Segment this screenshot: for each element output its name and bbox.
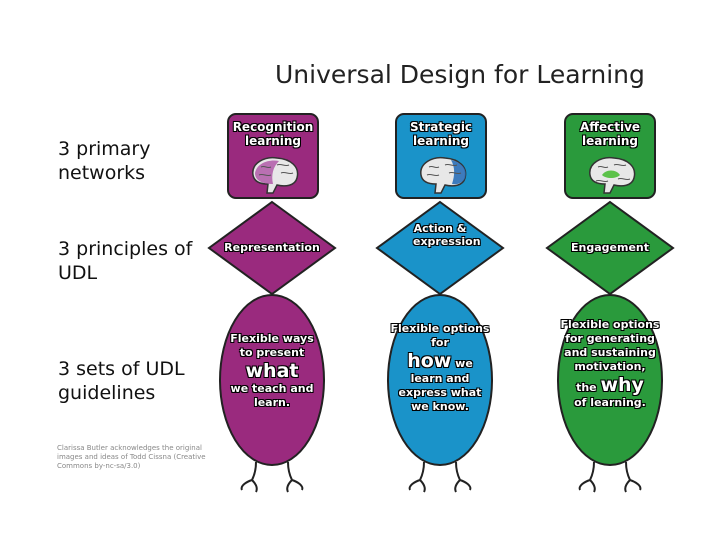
principle-label-engagement: Engagement xyxy=(571,241,649,254)
guideline-pre: Flexible options for generating and sust… xyxy=(560,318,660,373)
row-label-guidelines: 3 sets of UDL guidelines xyxy=(58,358,185,404)
guideline-oval-how: Flexible options for how we learn and ex… xyxy=(380,290,500,495)
network-box-affective: Affective learning xyxy=(564,113,656,199)
guideline-text-how: Flexible options for how we learn and ex… xyxy=(390,322,490,414)
guideline-keyword-how: how xyxy=(407,350,452,372)
oval-figure xyxy=(387,294,493,493)
network-box-recognition: Recognition learning xyxy=(227,113,319,199)
guideline-oval-what: Flexible ways to present what we teach a… xyxy=(212,290,332,495)
guideline-post: of learning. xyxy=(574,396,646,409)
principle-diamond-action-expression: Action & expression xyxy=(375,200,505,296)
oval-figure xyxy=(557,294,663,493)
network-box-strategic: Strategic learning xyxy=(395,113,487,199)
guideline-mid: we xyxy=(455,357,473,370)
row-label-networks: 3 primary networks xyxy=(58,138,151,184)
image-credit: Clarissa Butler acknowledges the origina… xyxy=(57,444,206,470)
guideline-keyword-what: what xyxy=(245,360,299,382)
network-label-recognition: Recognition learning xyxy=(232,120,314,148)
guideline-pre: Flexible ways to present xyxy=(230,332,314,359)
guideline-lead: the xyxy=(576,381,597,394)
principle-label-representation: Representation xyxy=(224,241,320,254)
diamond-shape xyxy=(207,200,337,296)
guideline-text-why: Flexible options for generating and sust… xyxy=(560,318,660,410)
network-label-affective: Affective learning xyxy=(579,120,641,148)
oval-figure xyxy=(219,294,325,493)
network-label-strategic: Strategic learning xyxy=(409,120,473,148)
guideline-post: learn and express what we know. xyxy=(398,372,482,413)
guideline-keyword-why: why xyxy=(600,374,644,396)
diamond-shape xyxy=(375,200,505,296)
principle-diamond-engagement: Engagement xyxy=(545,200,675,296)
diagram-title: Universal Design for Learning xyxy=(275,60,645,89)
guideline-text-what: Flexible ways to present what we teach a… xyxy=(222,332,322,410)
guideline-pre: Flexible options for xyxy=(390,322,490,349)
row-label-principles: 3 principles of UDL xyxy=(58,238,193,284)
brain-icon xyxy=(420,156,467,194)
brain-icon xyxy=(589,156,636,194)
diamond-shape xyxy=(545,200,675,296)
guideline-oval-why: Flexible options for generating and sust… xyxy=(550,290,670,495)
brain-icon xyxy=(252,156,299,194)
principle-diamond-representation: Representation xyxy=(207,200,337,296)
guideline-post: we teach and learn. xyxy=(230,382,314,409)
principle-label-action-expression: Action & expression xyxy=(413,222,481,248)
